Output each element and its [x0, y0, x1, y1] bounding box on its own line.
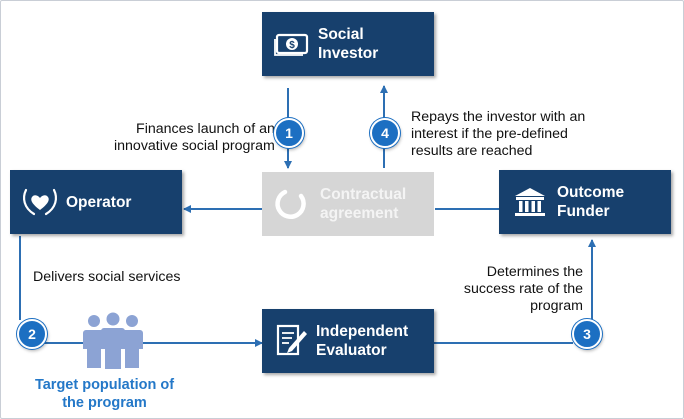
evaluator-title-line2: Evaluator: [316, 342, 387, 359]
outcome-funder-box[interactable]: Outcome Funder: [499, 170, 671, 234]
step-2-badge: 2: [17, 319, 47, 349]
target-line1: Target population of: [34, 377, 175, 393]
target-line2: the program: [62, 395, 147, 411]
step-1-line1: Finances launch of an: [136, 121, 275, 137]
svg-text:$: $: [289, 40, 295, 51]
step-4-line2: interest if the pre-defined: [411, 126, 568, 142]
step-3-label: Determines the success rate of the progr…: [440, 264, 583, 315]
step-2-line1: Delivers social services: [33, 269, 181, 285]
investor-title-line1: Social: [318, 26, 364, 43]
agreement-title-line1: Contractual: [320, 186, 407, 203]
step-3-line1: Determines the: [486, 264, 583, 280]
investor-title-line2: Investor: [318, 45, 379, 62]
step-4-label: Repays the investor with an interest if …: [411, 109, 585, 160]
step-3-badge: 3: [572, 319, 602, 349]
agreement-title-line2: agreement: [320, 205, 399, 222]
step-2-label: Delivers social services: [33, 269, 180, 286]
step-1-badge: 1: [274, 118, 304, 148]
contractual-agreement-box[interactable]: Contractual agreement: [262, 172, 434, 236]
social-investor-box[interactable]: $ Social Investor: [262, 12, 434, 76]
operator-box[interactable]: Operator: [10, 170, 182, 234]
step-3-line3: program: [530, 298, 583, 314]
step-4-line3: results are reached: [411, 143, 533, 159]
step-4-badge: 4: [370, 118, 400, 148]
money-icon: $: [266, 30, 318, 58]
step-4-line1: Repays the investor with an: [411, 109, 586, 125]
operator-title: Operator: [66, 193, 132, 211]
circular-arrow-icon: [262, 186, 320, 222]
people-group-icon: [80, 312, 146, 370]
government-building-icon: [503, 186, 557, 218]
step-1-label: Finances launch of an innovative social …: [114, 121, 275, 155]
evaluator-title-line1: Independent: [316, 323, 409, 340]
funder-title-line1: Outcome: [557, 184, 625, 201]
step-3-line2: success rate of the: [463, 281, 583, 297]
step-1-line2: innovative social program: [114, 138, 275, 154]
hands-heart-icon: [14, 186, 66, 218]
funder-title-line2: Funder: [557, 203, 610, 220]
document-pen-icon: [268, 323, 316, 359]
independent-evaluator-box[interactable]: Independent Evaluator: [262, 309, 434, 373]
target-population-label: Target population of the program: [2, 376, 207, 412]
